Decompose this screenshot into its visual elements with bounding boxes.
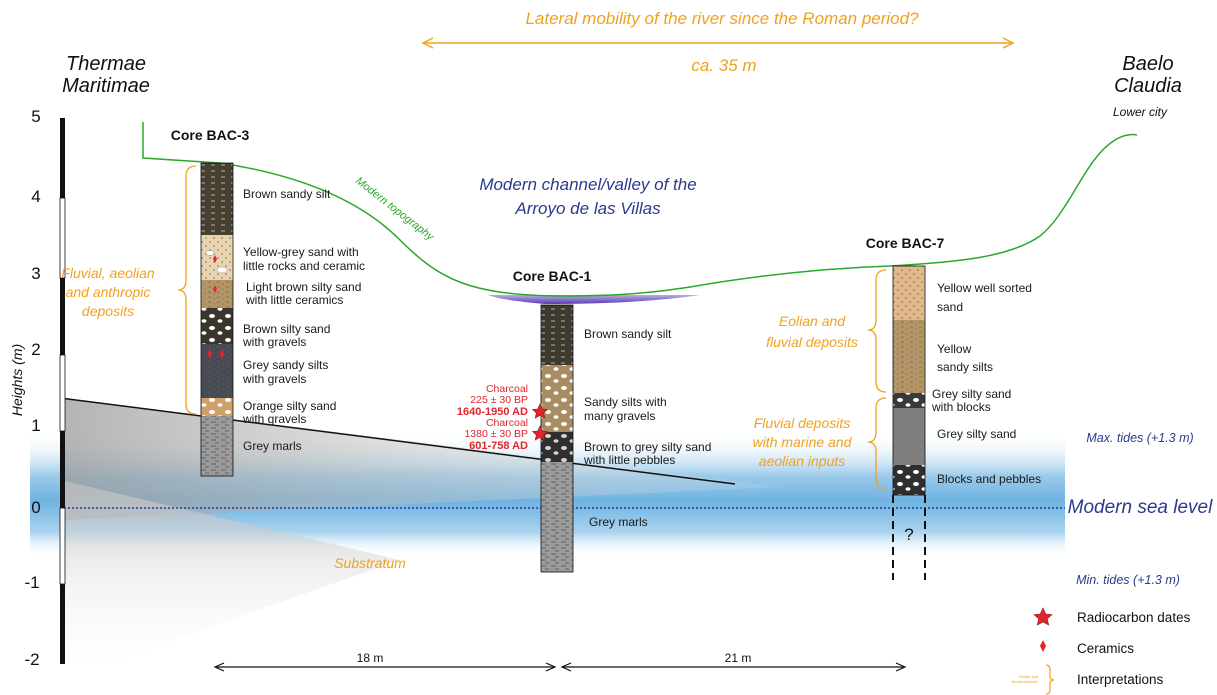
bac3-interp-brace bbox=[177, 165, 197, 415]
lateral-distance: ca. 35 m bbox=[691, 56, 756, 75]
site-claudia: Claudia bbox=[1114, 75, 1182, 97]
bac3-layer-3b: with little ceramics bbox=[245, 293, 343, 307]
topography-label: Modern topography bbox=[353, 175, 437, 244]
site-thermae: Thermae bbox=[66, 53, 146, 75]
tick-2: 2 bbox=[31, 340, 40, 359]
height-axis bbox=[59, 118, 66, 664]
bac7-layer-3a: Grey silty sand bbox=[932, 387, 1011, 401]
bac1-layer-2a: Sandy silts with bbox=[584, 395, 667, 409]
bac7-upper-brace bbox=[867, 269, 887, 393]
legend: Radiocarbon dates Ceramics Eolian and fl… bbox=[1012, 607, 1191, 695]
channel-water bbox=[488, 295, 700, 304]
tick-minus1: -1 bbox=[24, 573, 39, 592]
tick-3: 3 bbox=[31, 264, 40, 283]
core-bac1-title: Core BAC-1 bbox=[513, 268, 592, 284]
core-bac7-title: Core BAC-7 bbox=[866, 235, 945, 251]
axis-label: Heights (m) bbox=[9, 344, 25, 416]
distance-arrow-21m bbox=[560, 662, 907, 672]
bac3-layer-4b: with gravels bbox=[242, 335, 306, 349]
bac3-layer-6a: Orange silty sand bbox=[243, 399, 336, 413]
bac7-interp-upper-2: fluvial deposits bbox=[766, 334, 858, 350]
lateral-arrow bbox=[421, 37, 1015, 49]
bac1-layer-4: Grey marls bbox=[589, 515, 648, 529]
bac3-layer-5a: Grey sandy silts bbox=[243, 358, 328, 372]
bac3-layer-1: Brown sandy silt bbox=[243, 187, 331, 201]
bac3-interp-2: and anthropic bbox=[66, 284, 151, 300]
max-tides-label: Max. tides (+1.3 m) bbox=[1086, 431, 1193, 445]
axis-ticks: 5 4 3 2 1 0 -1 -2 bbox=[24, 107, 40, 669]
lateral-mobility-title: Lateral mobility of the river since the … bbox=[525, 9, 919, 28]
radiocarbon-star-2 bbox=[531, 425, 549, 441]
tick-5: 5 bbox=[31, 107, 40, 126]
distance-18m: 18 m bbox=[357, 651, 384, 665]
bac7-layer-5: Blocks and pebbles bbox=[937, 472, 1041, 486]
legend-ceramics: Ceramics bbox=[1077, 641, 1134, 656]
bac3-interp-1: Fluvial, aeolian bbox=[61, 265, 155, 281]
date2-material: Charcoal bbox=[486, 417, 528, 429]
bac3-layer-6b: with gravels bbox=[242, 412, 306, 426]
bac7-interp-lower-2: with marine and bbox=[753, 434, 853, 450]
core-bac3-title: Core BAC-3 bbox=[171, 127, 250, 143]
tick-4: 4 bbox=[31, 187, 40, 206]
interpretation-brace-icon bbox=[1045, 664, 1055, 695]
distance-21m: 21 m bbox=[725, 651, 752, 665]
bac7-interp-lower-3: aeolian inputs bbox=[759, 453, 845, 469]
channel-label-2: Arroyo de las Villas bbox=[514, 199, 661, 218]
bac7-interp-lower-1: Fluvial deposits bbox=[754, 415, 851, 431]
min-tides-label: Min. tides (+1.3 m) bbox=[1076, 573, 1180, 587]
site-lower-city: Lower city bbox=[1113, 105, 1168, 119]
core-bac3: Core BAC-3 Brown sandy silt Yellow-grey … bbox=[61, 127, 365, 477]
bac7-interp-upper-1: Eolian and bbox=[779, 313, 846, 329]
bac7-layer-2a: Yellow bbox=[937, 342, 972, 356]
bac7-lower-brace bbox=[867, 397, 887, 491]
substratum bbox=[60, 398, 780, 520]
bac7-unknown: ? bbox=[904, 525, 913, 544]
bac1-layer-1: Brown sandy silt bbox=[584, 327, 672, 341]
bac1-layer-3a: Brown to grey silty sand bbox=[584, 440, 711, 454]
date2-ad: 601-758 AD bbox=[469, 440, 528, 452]
bac1-layer-3b: with little pebbles bbox=[583, 453, 675, 467]
bac7-layer-3b: with blocks bbox=[931, 400, 991, 414]
bac7-layer-2b: sandy silts bbox=[937, 360, 993, 374]
date1-ad: 1640-1950 AD bbox=[457, 406, 528, 418]
bac3-layer-3a: Light brown silty sand bbox=[246, 280, 361, 294]
date1-material: Charcoal bbox=[486, 383, 528, 395]
bac3-layer-7: Grey marls bbox=[243, 439, 302, 453]
bac7-layer-1b: sand bbox=[937, 300, 963, 314]
bac7-layer-1a: Yellow well sorted bbox=[937, 281, 1032, 295]
bac1-layer-2b: many gravels bbox=[584, 409, 655, 423]
tick-1: 1 bbox=[31, 416, 40, 435]
date1-bp: 225 ± 30 BP bbox=[470, 394, 528, 406]
legend-interp-sample-2: fluvial deposits bbox=[1012, 679, 1038, 684]
substratum-lower bbox=[60, 480, 400, 680]
channel-label-1: Modern channel/valley of the bbox=[479, 175, 696, 194]
radiocarbon-star-1 bbox=[531, 403, 549, 419]
site-baelo: Baelo bbox=[1122, 53, 1173, 75]
bac3-layer-2b: little rocks and ceramic bbox=[243, 259, 365, 273]
tick-minus2: -2 bbox=[24, 650, 39, 669]
bac3-layer-2a: Yellow-grey sand with bbox=[243, 245, 359, 259]
tick-0: 0 bbox=[31, 498, 40, 517]
date2-bp: 1380 ± 30 BP bbox=[464, 428, 528, 440]
bac3-interp-3: deposits bbox=[82, 303, 134, 319]
legend-interpretations: Interpretations bbox=[1077, 672, 1164, 687]
core-bac7: Core BAC-7 ? Yellow well sorted sand Yel… bbox=[753, 235, 1041, 580]
modern-sea-level-label: Modern sea level bbox=[1068, 497, 1213, 518]
ceramics-icon bbox=[1040, 640, 1046, 652]
bac3-layer-4a: Brown silty sand bbox=[243, 322, 330, 336]
substratum-boundary bbox=[59, 397, 736, 485]
legend-interp-sample-1: Eolian and bbox=[1019, 674, 1039, 679]
substratum-label: Substratum bbox=[334, 555, 406, 571]
core-bac1: Core BAC-1 Brown sandy silt Sandy silts … bbox=[457, 268, 711, 573]
distance-arrow-18m bbox=[213, 662, 557, 672]
site-maritimae: Maritimae bbox=[62, 75, 150, 97]
radiocarbon-star-icon bbox=[1033, 607, 1053, 626]
bac7-layer-4: Grey silty sand bbox=[937, 427, 1016, 441]
bac3-layer-5b: with gravels bbox=[242, 372, 306, 386]
modern-topography bbox=[142, 122, 1138, 297]
legend-radiocarbon: Radiocarbon dates bbox=[1077, 610, 1191, 625]
